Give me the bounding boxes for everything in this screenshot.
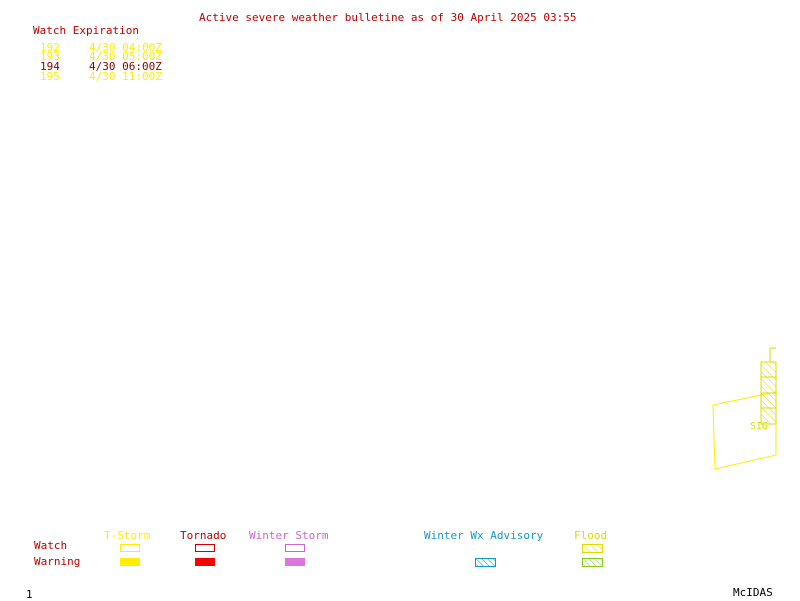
watch-expires: 4/30 04:00Z (89, 41, 162, 54)
watch-id: 195 (40, 70, 60, 83)
bulletin-title: Active severe weather bulletine as of 30… (199, 11, 577, 24)
legend-tornado-warning-swatch (195, 558, 215, 566)
legend-tstorm-warning-swatch (120, 558, 140, 566)
page-number: 1 (26, 588, 33, 601)
legend-flood-warning-swatch (582, 558, 603, 567)
watch-expires: 4/30 11:00Z (89, 70, 162, 83)
watch-expires: 4/30 05:00Z (89, 50, 162, 63)
legend-flood-watch-swatch (582, 544, 603, 553)
legend-winter-storm-warning-swatch (285, 558, 305, 566)
legend-flood-label: Flood (574, 529, 608, 542)
watch-id: 194 (40, 60, 60, 73)
legend-row-watch: Watch (34, 539, 68, 552)
legend-tornado-label: Tornado (180, 529, 227, 542)
watch-id: 192 (40, 41, 60, 54)
watch-expiration-heading: Watch Expiration (33, 24, 139, 37)
watch-area-outline (712, 391, 777, 470)
legend-tornado-watch-swatch (195, 544, 215, 552)
map-label: SIG (750, 421, 768, 432)
legend-row-warning: Warning (34, 555, 81, 568)
legend-tstorm-label: T-Storm (104, 529, 151, 542)
watch-expires: 4/30 06:00Z (89, 60, 162, 73)
legend-winter-adv-label: Winter Wx Advisory (424, 529, 544, 542)
legend-tstorm-watch-swatch (120, 544, 140, 552)
brand-label: McIDAS (733, 586, 773, 599)
legend-winter-storm-label: Winter Storm (249, 529, 329, 542)
watch-id: 193 (40, 50, 60, 63)
legend-winter-adv-swatch (475, 558, 496, 567)
legend-winter-storm-watch-swatch (285, 544, 305, 552)
